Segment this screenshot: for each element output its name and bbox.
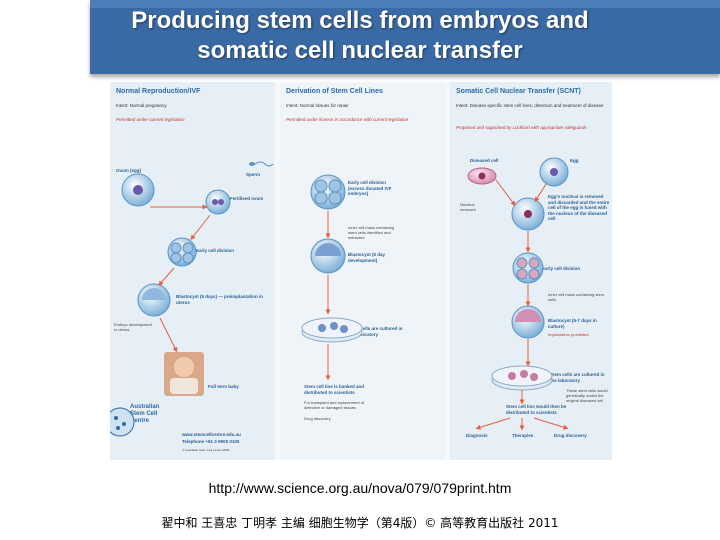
slide-title: Producing stem cells from embryos and so… [0, 6, 720, 66]
early-division-icon [513, 253, 543, 283]
fused-cell-icon [512, 198, 544, 230]
sperm-icon [249, 162, 273, 166]
blastocyst-icon [138, 284, 170, 316]
citation: 翟中和 王喜忠 丁明孝 主编 细胞生物学（第4版）© 高等教育出版社 2011 [0, 514, 720, 531]
figure-illustrations [110, 82, 612, 460]
diseased-cell-icon [468, 168, 496, 184]
source-url: http://www.science.org.au/nova/079/079pr… [0, 480, 720, 496]
petri-dish-icon [492, 366, 552, 390]
blastocyst-icon [512, 306, 544, 338]
baby-photo [164, 352, 204, 396]
logo-icon [110, 408, 134, 436]
stem-cell-figure: Normal Reproduction/IVF Intent: Normal p… [110, 82, 612, 460]
early-division-icon [311, 175, 345, 209]
fertilised-ovum-icon [206, 190, 230, 214]
early-division-icon [168, 238, 196, 266]
ovum-icon [122, 174, 154, 206]
egg-icon [540, 158, 568, 186]
petri-dish-icon [302, 318, 362, 342]
blastocyst-icon [311, 239, 345, 273]
